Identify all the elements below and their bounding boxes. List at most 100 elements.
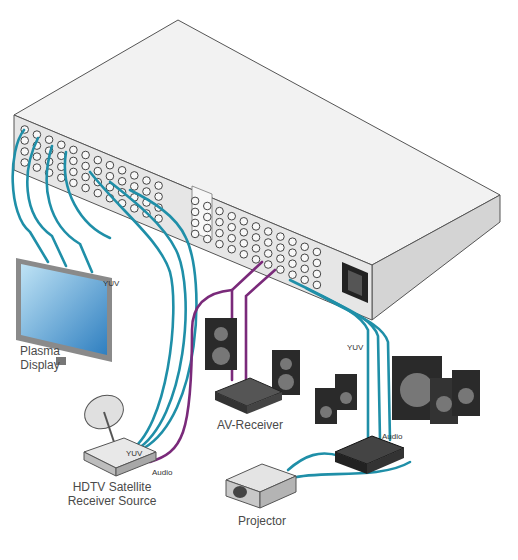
speaker-cone	[436, 396, 452, 412]
rca-connector	[216, 207, 224, 215]
rca-connector	[252, 223, 260, 231]
rca-connector	[94, 156, 102, 164]
device-name: HDTV Satellite Receiver Source	[52, 480, 172, 508]
av-receiver-box	[247, 392, 282, 414]
rca-connector	[277, 255, 285, 263]
cable	[65, 152, 110, 238]
signal-name: YUV	[347, 343, 363, 352]
rca-connector	[252, 256, 260, 264]
rca-connector	[289, 238, 297, 246]
rca-connector	[143, 177, 151, 185]
rca-connector	[277, 233, 285, 241]
rca-connector	[155, 193, 163, 201]
rca-connector	[106, 161, 114, 169]
rca-connector	[204, 224, 212, 232]
device-label: Projector	[222, 514, 302, 528]
rca-connector	[240, 229, 248, 237]
speaker-cone	[212, 347, 230, 365]
rca-connector	[82, 173, 90, 181]
speaker-cone	[280, 358, 292, 370]
audio-cables	[150, 262, 275, 462]
rca-connector	[289, 249, 297, 257]
rca-connector	[204, 235, 212, 243]
rca-connector	[143, 188, 151, 196]
rca-connector	[155, 182, 163, 190]
signal-name: YUV	[103, 279, 119, 288]
rca-connector	[82, 162, 90, 170]
rca-connector	[313, 270, 321, 278]
speaker	[205, 318, 237, 370]
device-label: Plasma Display	[10, 344, 70, 372]
device-label: AV-Receiver	[210, 418, 290, 432]
speakers	[205, 318, 480, 424]
video-cables	[13, 130, 410, 478]
rca-connector	[240, 240, 248, 248]
rca-connector	[70, 168, 78, 176]
rca-connector	[301, 276, 309, 284]
rca-connector	[204, 202, 212, 210]
rca-connector	[82, 151, 90, 159]
cable	[290, 280, 368, 440]
rca-connector	[313, 281, 321, 289]
rca-connector	[191, 219, 199, 227]
dish-mount	[104, 412, 115, 445]
rca-connector	[118, 178, 126, 186]
rca-connector	[216, 218, 224, 226]
rca-connector	[313, 259, 321, 267]
speaker-cone	[340, 392, 352, 404]
chassis-top	[14, 20, 500, 265]
amplifier-box	[335, 452, 367, 474]
speaker-cone	[400, 373, 434, 407]
power-socket	[342, 262, 368, 303]
projector-body	[226, 480, 260, 508]
rca-connector	[216, 240, 224, 248]
rca-connector	[301, 243, 309, 251]
rca-connector	[228, 245, 236, 253]
projector-lens	[233, 486, 247, 498]
rca-connector	[264, 239, 272, 247]
rca-connector	[94, 189, 102, 197]
cable	[288, 454, 340, 470]
rca-connector	[33, 131, 41, 139]
speaker	[452, 370, 480, 416]
rca-connector	[228, 212, 236, 220]
rca-connector	[228, 234, 236, 242]
rca-connector	[301, 265, 309, 273]
rca-connector	[33, 164, 41, 172]
rca-connector	[264, 250, 272, 258]
device-name: Projector	[222, 514, 302, 528]
rca-connector	[21, 137, 29, 145]
cable	[246, 270, 275, 380]
rca-connector	[277, 244, 285, 252]
signal-name: Audio	[152, 468, 172, 477]
rca-connector	[301, 254, 309, 262]
rca-connector	[216, 229, 224, 237]
cable	[150, 290, 232, 462]
cable	[13, 130, 48, 262]
device-name: Plasma Display	[10, 344, 70, 372]
speaker	[315, 388, 337, 424]
rca-connector	[277, 266, 285, 274]
cable	[130, 190, 196, 448]
rca-connector	[21, 148, 29, 156]
speaker-cone	[320, 406, 332, 418]
rca-connector	[289, 271, 297, 279]
rca-connector	[191, 208, 199, 216]
rca-connector	[131, 172, 139, 180]
rca-connector	[264, 261, 272, 269]
cable	[27, 138, 66, 266]
rca-connector	[58, 141, 66, 149]
receiver-box	[84, 452, 116, 476]
speaker-cone	[458, 388, 474, 404]
rca-connector	[191, 197, 199, 205]
rca-connector	[191, 230, 199, 238]
rca-connector	[131, 183, 139, 191]
rca-connector	[240, 218, 248, 226]
rca-connector	[94, 167, 102, 175]
connector-grid	[21, 126, 321, 289]
amplifier-box	[367, 448, 404, 474]
power-socket-inner	[348, 270, 362, 296]
device-name: AV-Receiver	[210, 418, 290, 432]
rca-connector	[106, 172, 114, 180]
